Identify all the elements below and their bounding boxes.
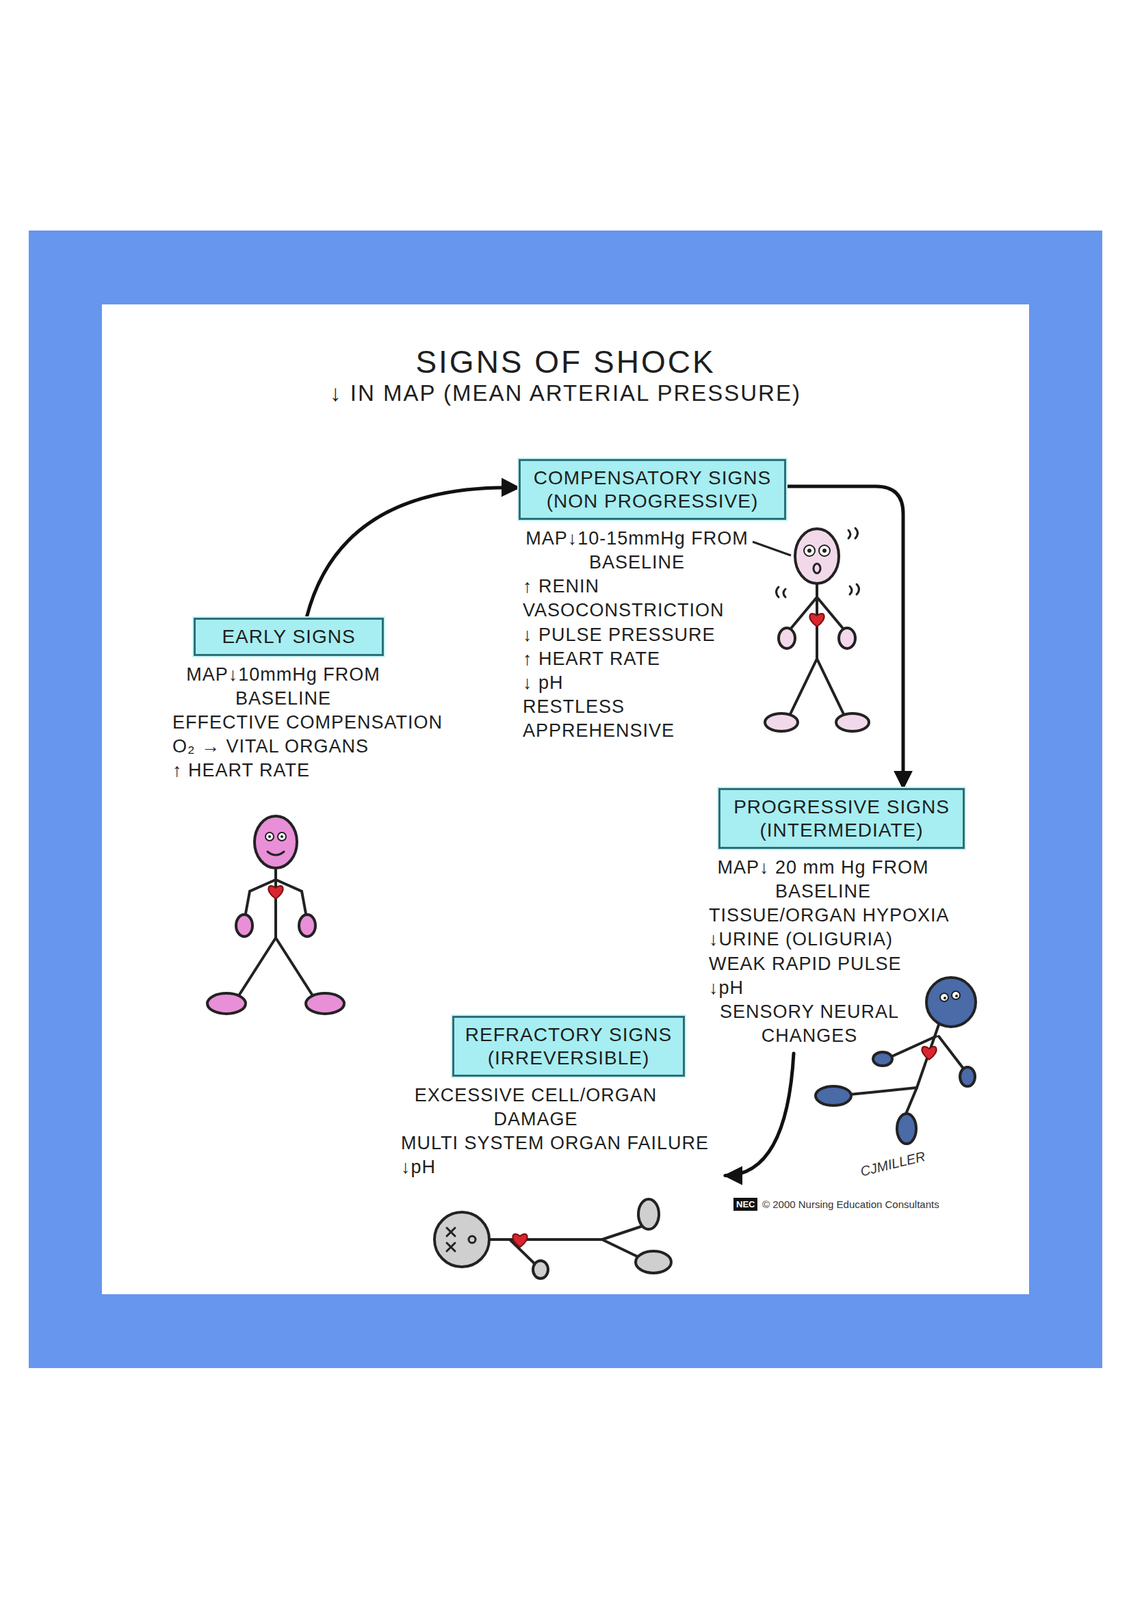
white-panel [101, 304, 1030, 1295]
stage-arrow [306, 487, 519, 618]
stage-sign: VASOCONSTRICTION [518, 598, 787, 623]
healthy-figure [207, 816, 345, 1014]
stage-sign: ↓pH [704, 976, 965, 1001]
fallen-figure [434, 1199, 672, 1279]
stage-sign: EFFECTIVE COMPENSATION [168, 710, 465, 735]
stage-sign: MULTI SYSTEM ORGAN FAILURE [396, 1131, 726, 1156]
stage-sign: TISSUE/ORGAN HYPOXIA [704, 903, 965, 928]
copyright-note: © 2000 Nursing Education Consultants [762, 1198, 940, 1211]
diagram-title: SIGNS OF SHOCK [101, 343, 1030, 381]
stage-sign: ↑ HEART RATE [518, 647, 787, 672]
stage-sign: APPREHENSIVE [518, 719, 787, 744]
stage-heading-box: COMPENSATORY SIGNS (NON PROGRESSIVE) [518, 459, 787, 520]
stage-sign: MAP↓ 20 mm Hg FROM BASELINE [704, 855, 938, 904]
stage-sign: MAP↓10mmHg FROM BASELINE [168, 663, 395, 711]
stage-sign: MAP↓10-15mmHg FROM BASELINE [518, 526, 752, 575]
stage-node: PROGRESSIVE SIGNS (INTERMEDIATE) MAP↓ 20 … [704, 788, 965, 1054]
stage-node: REFRACTORY SIGNS (IRREVERSIBLE) EXCESSIVE… [396, 1016, 726, 1186]
leader-line [752, 541, 791, 556]
stage-sign: EXCESSIVE CELL/ORGAN DAMAGE [396, 1083, 671, 1132]
signature: CJMILLER [858, 1148, 927, 1181]
stage-heading-box: REFRACTORY SIGNS (IRREVERSIBLE) [452, 1016, 685, 1077]
stage-sign: ↑ HEART RATE [168, 758, 465, 783]
stage-sign: ↓URINE (OLIGURIA) [704, 927, 965, 952]
stage-sign: RESTLESS [518, 695, 787, 720]
stage-sign: O₂ → VITAL ORGANS [168, 734, 465, 759]
stage-arrow [725, 1053, 794, 1177]
subtitle: ↓ IN MAP (MEAN ARTERIAL PRESSURE) [101, 380, 1030, 407]
blue-frame [28, 230, 1103, 1369]
stage-node: EARLY SIGNS MAP↓10mmHg FROM BASELINEEFFEC… [168, 617, 465, 789]
stage-sign: ↓pH [396, 1155, 726, 1180]
stage-sign: ↑ RENIN [518, 574, 787, 599]
stage-heading-box: PROGRESSIVE SIGNS (INTERMEDIATE) [718, 788, 965, 850]
anxious-figure [764, 528, 869, 732]
stage-arrow [786, 486, 904, 789]
stage-sign: WEAK RAPID PULSE [704, 952, 965, 977]
stage-sign: SENSORY NEURAL CHANGES [704, 1000, 910, 1049]
stage-sign: ↓ pH [518, 671, 787, 696]
stage-heading-box: EARLY SIGNS [193, 617, 384, 657]
logo-mark: NEC [733, 1198, 758, 1212]
stage-node: COMPENSATORY SIGNS (NON PROGRESSIVE) MAP↓… [518, 459, 787, 749]
stage-sign: ↓ PULSE PRESSURE [518, 623, 787, 648]
